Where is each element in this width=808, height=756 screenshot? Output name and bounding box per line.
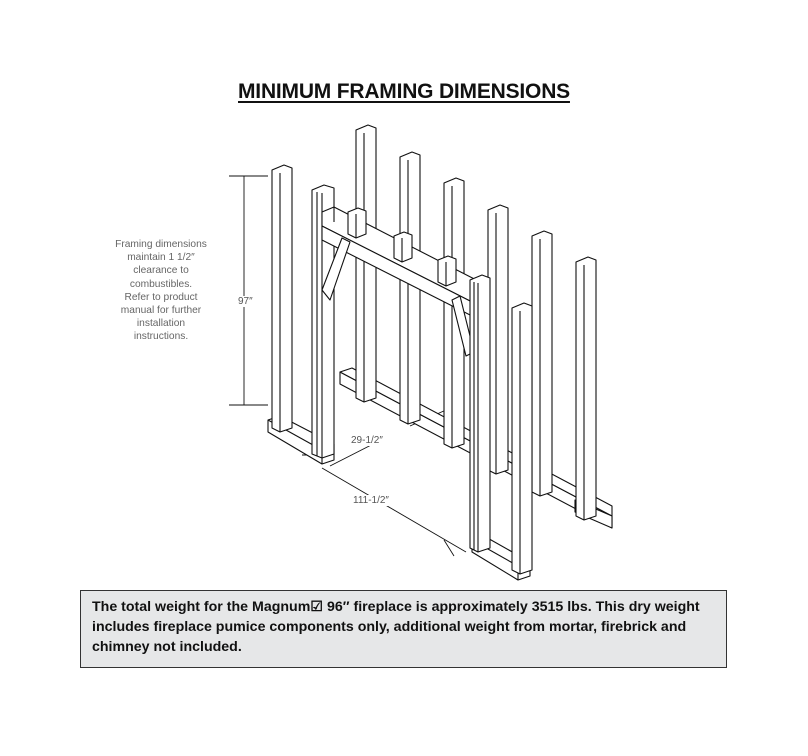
weight-note-text: The total weight for the Magnum☑ 96″ fir… xyxy=(92,599,700,655)
framing-note: Framing dimensions maintain 1 1/2″ clear… xyxy=(115,239,207,343)
front-right-wall xyxy=(469,274,533,581)
depth-dimension-label: 29-1/2″ xyxy=(349,435,385,446)
left-wall xyxy=(267,164,335,465)
weight-note-box: The total weight for the Magnum☑ 96″ fir… xyxy=(80,590,727,668)
cripple-studs xyxy=(347,207,457,287)
width-dimension-label: 111-1/2″ xyxy=(351,495,391,506)
height-dimension-label: 97″ xyxy=(236,296,255,307)
page-title: MINIMUM FRAMING DIMENSIONS xyxy=(238,80,570,103)
diagonal-braces xyxy=(321,237,475,357)
back-studs xyxy=(355,124,597,521)
